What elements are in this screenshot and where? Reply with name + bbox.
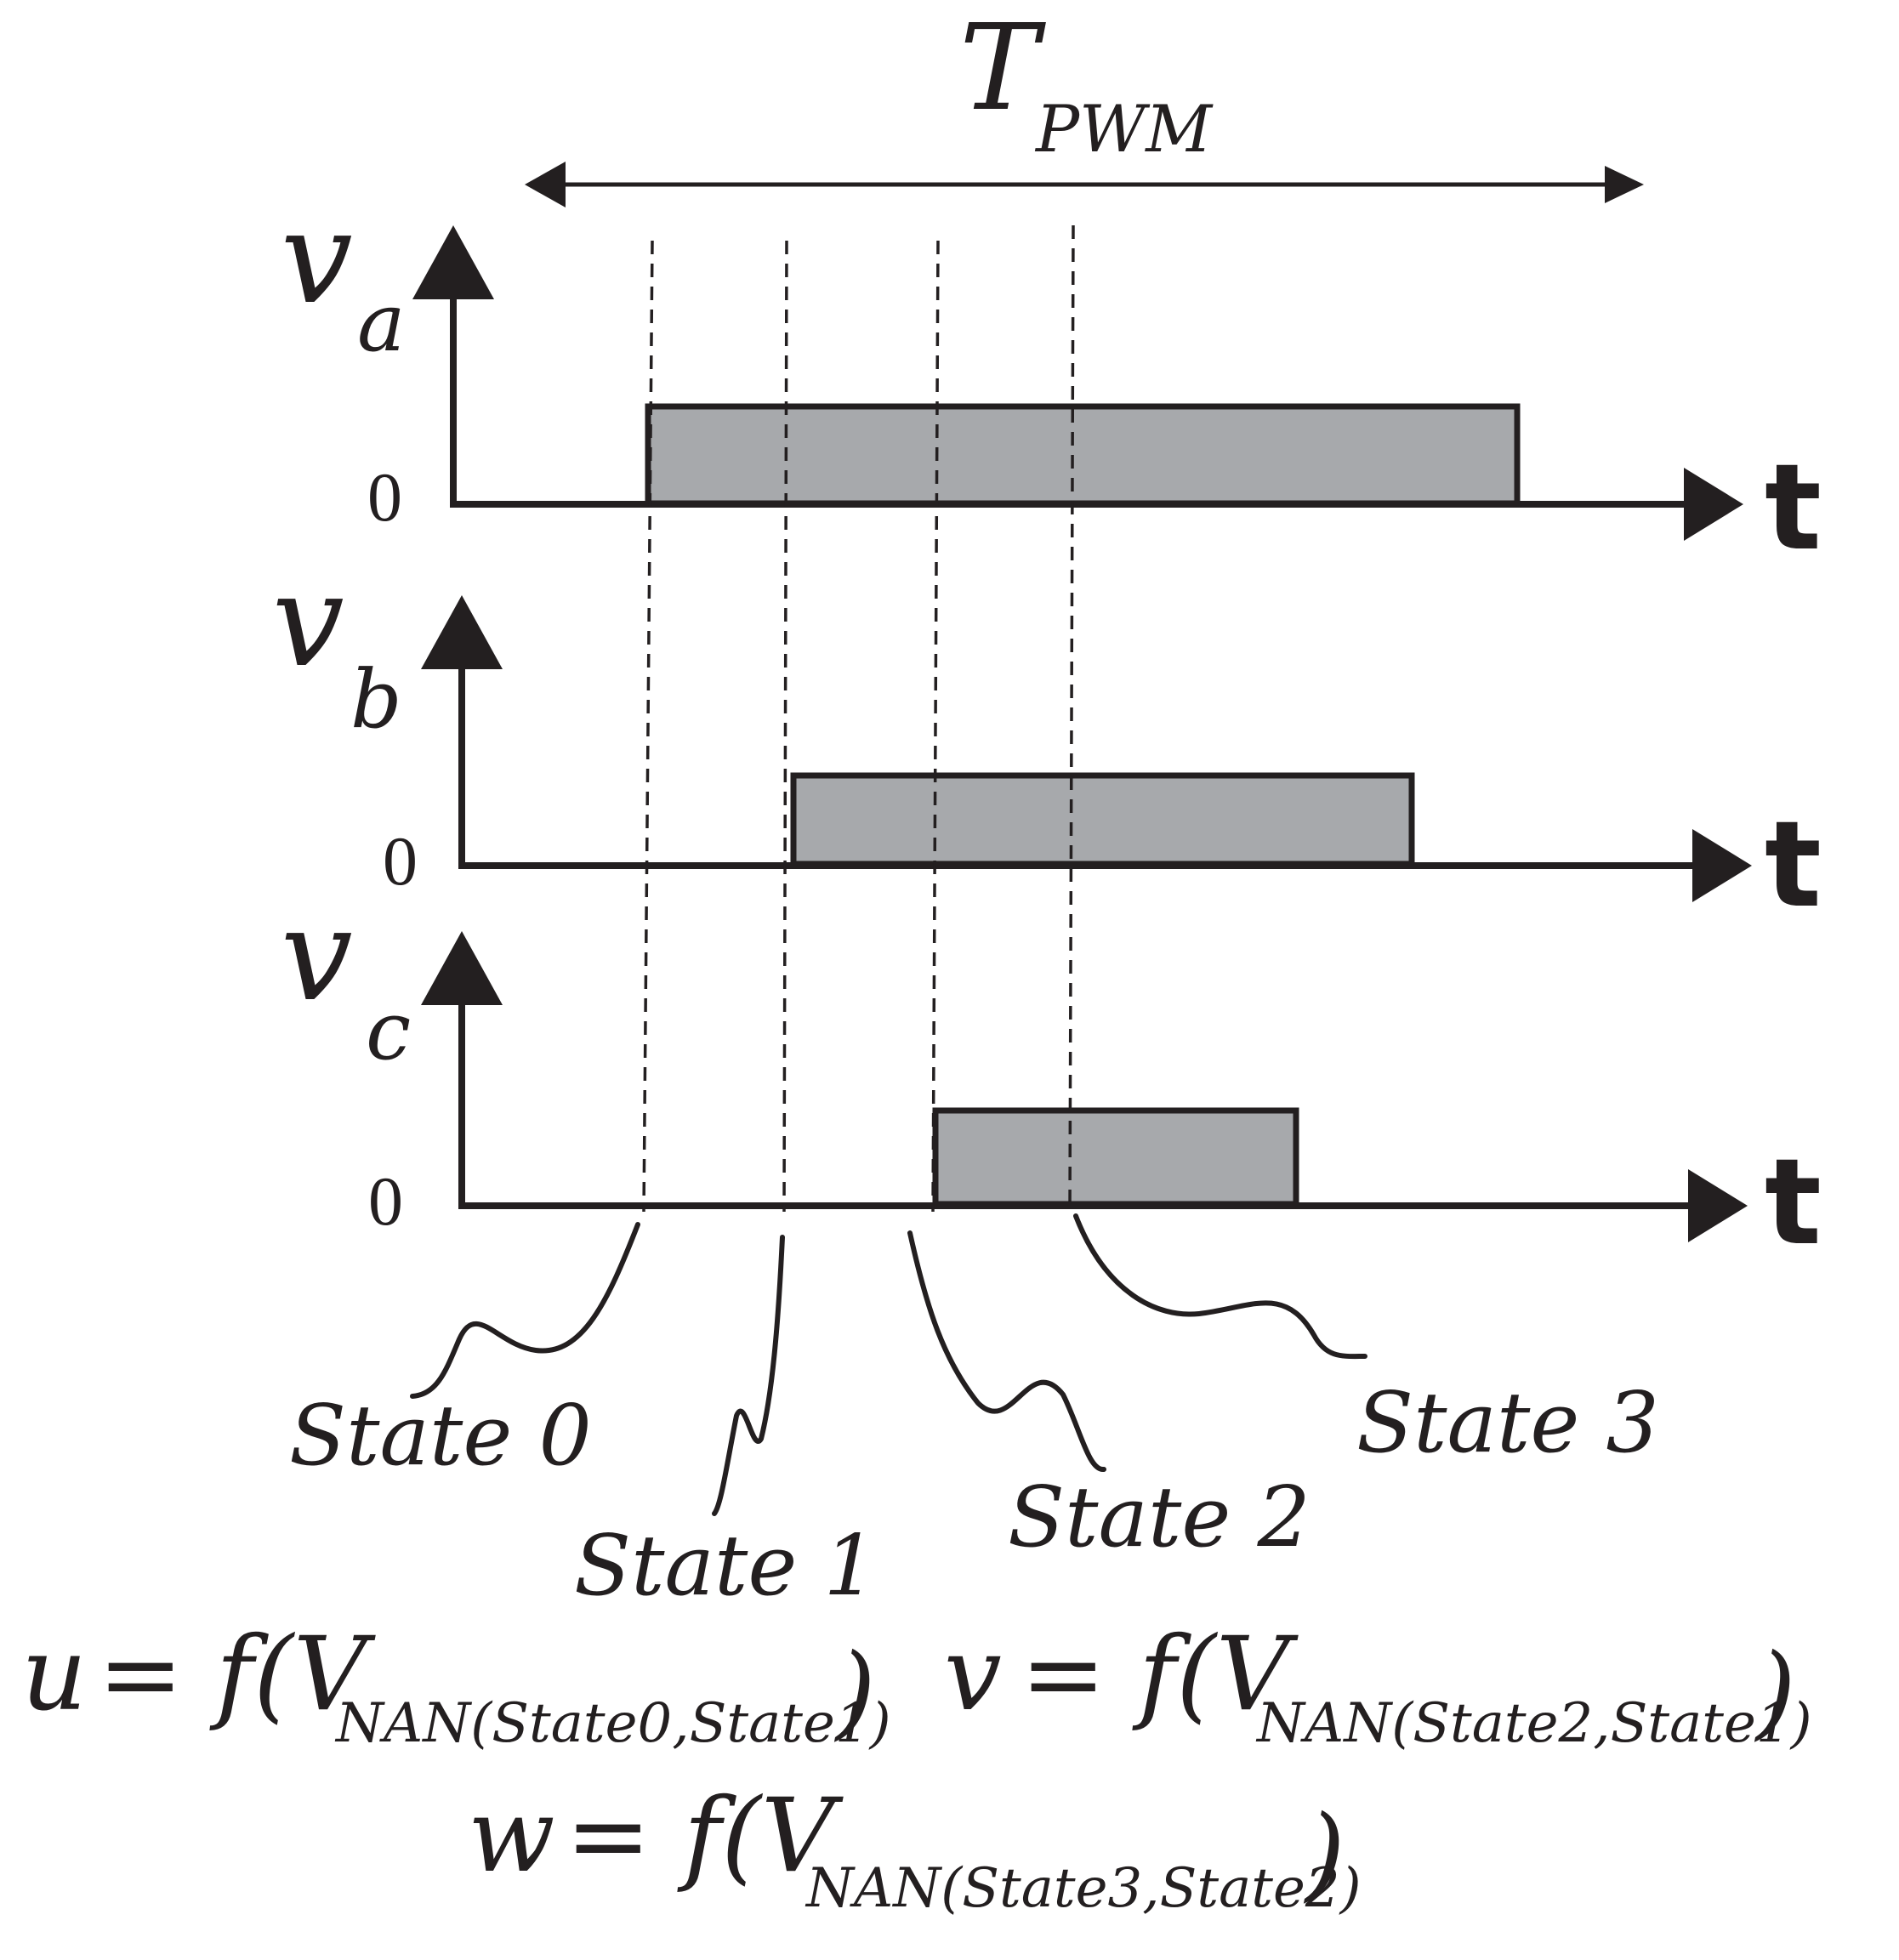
axis-b-symbol: v bbox=[272, 548, 344, 696]
axis-a-zero-label: 0 bbox=[367, 458, 402, 536]
state-boundary-1 bbox=[782, 240, 788, 1213]
equation-v-close: ) bbox=[1754, 1633, 1796, 1751]
equation-u-subscript: NAN(State0,State1) bbox=[334, 1692, 891, 1755]
equation-w-lhs: w bbox=[468, 1777, 555, 1895]
axis-a-t-label: t bbox=[1765, 439, 1822, 577]
period-symbol: T bbox=[959, 0, 1046, 138]
state-2-leader bbox=[907, 1230, 1106, 1472]
state-3-label: State 3 bbox=[1356, 1375, 1659, 1472]
axis-b-subscript: b bbox=[350, 653, 402, 747]
equation-v-subscript: NAN(State2,State1) bbox=[1255, 1692, 1812, 1755]
equation-w-rhs: = f(V bbox=[566, 1777, 844, 1895]
axis-b-t-arrowhead bbox=[1692, 829, 1752, 902]
axis-b-t-label: t bbox=[1765, 796, 1822, 935]
axis-b-zero-label: 0 bbox=[383, 822, 418, 900]
equation-v-lhs: v bbox=[944, 1616, 1002, 1734]
state-1-label: State 1 bbox=[574, 1518, 877, 1615]
state-0-leader bbox=[410, 1222, 640, 1399]
pulse-a bbox=[645, 403, 1521, 507]
axis-c-subscript: c bbox=[366, 985, 411, 1078]
axis-b-y-arrowhead bbox=[421, 595, 503, 669]
state-boundary-3 bbox=[1068, 224, 1075, 1213]
axis-a-symbol: v bbox=[281, 185, 353, 332]
state-2-label: State 2 bbox=[1008, 1469, 1311, 1566]
axis-a-t-arrowhead bbox=[1684, 468, 1743, 541]
axis-c-t-label: t bbox=[1765, 1133, 1822, 1272]
axis-c-y-arrowhead bbox=[421, 931, 503, 1005]
equation-u: u = f(V NAN(State0,State1) ) bbox=[21, 1616, 891, 1755]
equation-w-close: ) bbox=[1303, 1794, 1345, 1912]
axis-a-subscript: a bbox=[357, 276, 406, 370]
state-boundary-0 bbox=[642, 240, 654, 1213]
equation-u-lhs: u bbox=[21, 1616, 87, 1734]
equation-u-rhs: = f(V bbox=[98, 1616, 376, 1734]
pulse-b bbox=[790, 772, 1415, 867]
equation-v-rhs: = f(V bbox=[1021, 1616, 1299, 1734]
period-subscript: PWM bbox=[1034, 91, 1214, 167]
equation-v: v = f(V NAN(State2,State1) ) bbox=[944, 1616, 1812, 1755]
period-arrow bbox=[525, 162, 1644, 207]
equation-w-subscript: NAN(State3,State2) bbox=[805, 1857, 1362, 1920]
axis-c-symbol: v bbox=[281, 882, 353, 1030]
state-1-leader bbox=[712, 1235, 785, 1516]
pulse-c bbox=[932, 1107, 1299, 1207]
axis-c-zero-label: 0 bbox=[368, 1162, 403, 1240]
equation-u-close: ) bbox=[833, 1633, 876, 1751]
equation-w: w = f(V NAN(State3,State2) ) bbox=[468, 1777, 1362, 1920]
state-boundary-2 bbox=[931, 240, 940, 1213]
axis-a-y-arrowhead bbox=[412, 225, 494, 299]
state-3-leader bbox=[1073, 1213, 1367, 1360]
axis-c-t-arrowhead bbox=[1688, 1169, 1748, 1242]
state-0-label: State 0 bbox=[289, 1388, 592, 1485]
